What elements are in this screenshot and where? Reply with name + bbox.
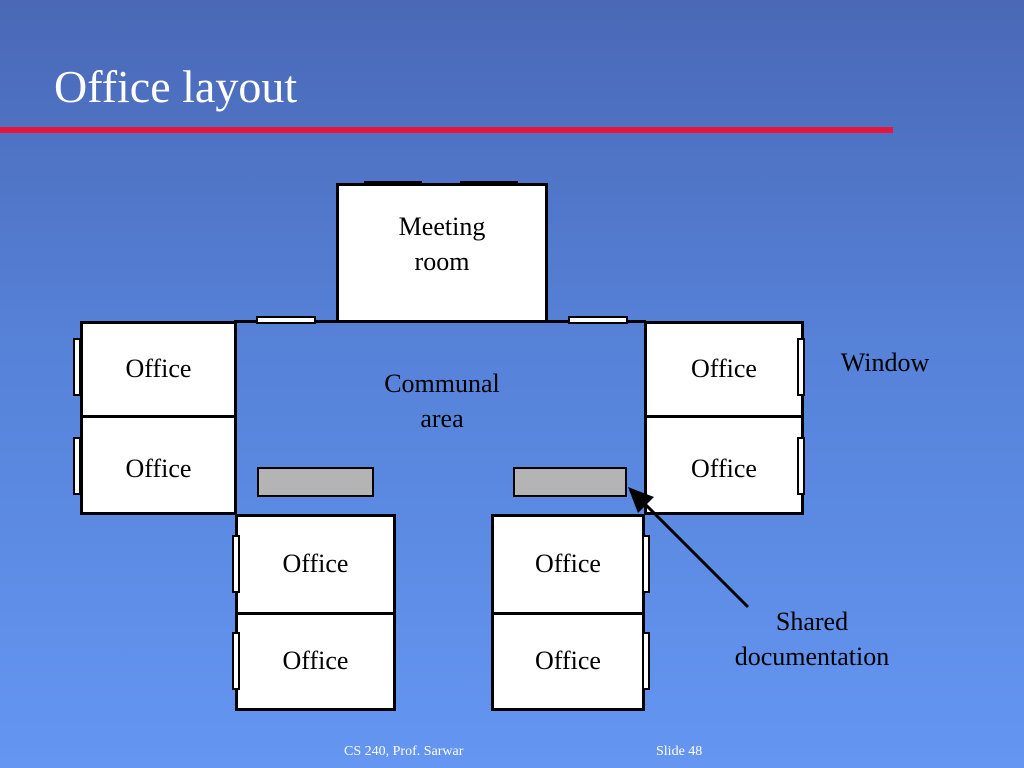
- meeting-room-door-right: [460, 181, 518, 186]
- window-lower-left-bottom: [232, 632, 240, 690]
- shared-documentation-label-line2: documentation: [734, 642, 890, 671]
- shared-documentation-shelf-right: [513, 467, 627, 497]
- window-left-bottom: [73, 437, 81, 495]
- office-label: Office: [125, 454, 192, 483]
- window-lower-right-bottom: [642, 632, 650, 690]
- window-right-top: [797, 338, 805, 396]
- meeting-room-label-line2: room: [414, 247, 470, 276]
- office-label: Office: [125, 354, 192, 383]
- footer-course: CS 240, Prof. Sarwar: [344, 744, 464, 759]
- office-label: Office: [282, 549, 349, 578]
- meeting-room: Meeting room: [336, 183, 548, 323]
- meeting-room-door-left: [364, 181, 422, 186]
- meeting-room-label-line1: Meeting: [398, 212, 486, 241]
- communal-door-left: [256, 316, 316, 324]
- office-lower-left-bottom: Office: [235, 612, 396, 711]
- office-label: Office: [535, 549, 601, 578]
- office-lower-right-bottom: Office: [491, 612, 645, 711]
- communal-area-label-line1: Communal: [384, 369, 500, 398]
- office-label: Office: [691, 454, 757, 483]
- footer-slide-number: Slide 48: [656, 744, 703, 759]
- office-label: Office: [282, 646, 349, 675]
- communal-area-label-line2: area: [420, 404, 464, 433]
- office-label: Office: [691, 354, 757, 383]
- office-right-bottom: Office: [644, 415, 804, 515]
- window-lower-right-top: [642, 535, 650, 593]
- office-left-bottom: Office: [80, 415, 237, 515]
- shared-documentation-label-line1: Shared: [775, 607, 849, 636]
- communal-area: [234, 320, 646, 520]
- office-right-top: Office: [644, 321, 804, 418]
- office-label: Office: [535, 646, 601, 675]
- window-right-bottom: [797, 437, 805, 495]
- shared-documentation-shelf-left: [257, 467, 374, 497]
- title-rule: [0, 127, 893, 133]
- window-left-top: [73, 338, 81, 396]
- window-label: Window: [840, 348, 930, 377]
- window-lower-left-top: [232, 535, 240, 593]
- communal-door-right: [568, 316, 628, 324]
- slide-title: Office layout: [54, 61, 298, 112]
